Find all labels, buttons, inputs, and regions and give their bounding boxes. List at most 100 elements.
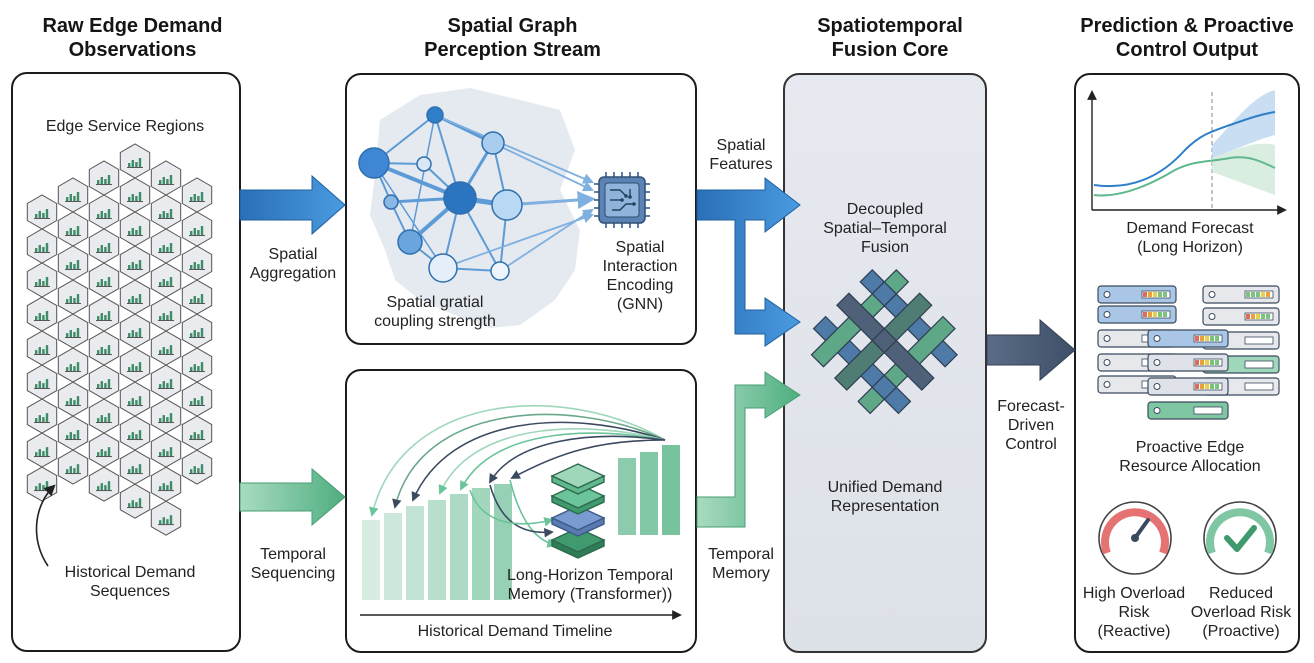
region-cell bbox=[181, 381, 213, 417]
region-cell bbox=[181, 211, 213, 247]
column-title-fusion-core: Spatiotemporal Fusion Core bbox=[817, 15, 963, 61]
temporal-sequencing-label: Temporal Sequencing bbox=[250, 546, 336, 582]
timeline-bar bbox=[640, 452, 658, 535]
high-risk-gauge-icon bbox=[1098, 501, 1172, 575]
temporal-memory-arrow bbox=[696, 371, 801, 528]
region-cell bbox=[150, 262, 182, 298]
region-cell bbox=[119, 449, 151, 485]
server-unit bbox=[1147, 329, 1229, 348]
spatial-features-label: Spatial Features bbox=[709, 137, 773, 173]
attention-arcs bbox=[369, 404, 666, 548]
forecast-driven-control-label: Forecast- Driven Control bbox=[997, 398, 1065, 453]
server-unit bbox=[1202, 307, 1280, 326]
region-cell bbox=[150, 432, 182, 468]
region-cell bbox=[88, 432, 120, 468]
gnn-encoding-label: Spatial Interaction Encoding (GNN) bbox=[602, 239, 678, 313]
resource-allocation-label: Proactive Edge Resource Allocation bbox=[1119, 439, 1261, 475]
region-cell bbox=[26, 194, 58, 230]
server-unit bbox=[1097, 305, 1177, 324]
region-cell bbox=[119, 279, 151, 315]
region-cell bbox=[88, 194, 120, 230]
region-cell bbox=[88, 364, 120, 400]
region-cell bbox=[57, 381, 89, 417]
fusion-weave-icon bbox=[810, 269, 958, 415]
forecast-driven-arrow bbox=[986, 318, 1076, 382]
region-cell bbox=[181, 415, 213, 451]
demand-forecast-label: Demand Forecast (Long Horizon) bbox=[1126, 220, 1254, 256]
region-cell bbox=[150, 398, 182, 434]
decoupled-fusion-label: Decoupled Spatial–Temporal Fusion bbox=[823, 201, 947, 256]
region-cell bbox=[119, 245, 151, 281]
region-cell bbox=[181, 347, 213, 383]
region-cell bbox=[119, 177, 151, 213]
region-cell bbox=[26, 364, 58, 400]
high-overload-risk-label: High Overload Risk (Reactive) bbox=[1082, 585, 1186, 640]
historical-demand-timeline-label: Historical Demand Timeline bbox=[417, 623, 613, 640]
region-cell bbox=[119, 381, 151, 417]
timeline-bars bbox=[362, 445, 680, 600]
unified-representation-label: Unified Demand Representation bbox=[827, 479, 943, 515]
edge-service-regions-label: Edge Service Regions bbox=[45, 118, 205, 135]
region-cell bbox=[57, 177, 89, 213]
server-unit bbox=[1097, 285, 1177, 304]
region-cell bbox=[88, 466, 120, 502]
region-map-silhouette bbox=[370, 88, 580, 328]
reduced-risk-check-icon bbox=[1203, 501, 1277, 575]
server-unit bbox=[1147, 401, 1229, 420]
region-cell bbox=[88, 262, 120, 298]
timeline-bar bbox=[450, 494, 468, 600]
server-unit bbox=[1202, 285, 1280, 304]
timeline-bar bbox=[618, 458, 636, 535]
region-cell bbox=[119, 143, 151, 179]
region-cell bbox=[150, 228, 182, 264]
timeline-bar bbox=[494, 484, 512, 600]
region-cell bbox=[57, 211, 89, 247]
region-cell bbox=[88, 296, 120, 332]
region-cell bbox=[88, 160, 120, 196]
region-cell bbox=[57, 415, 89, 451]
hex-region-map bbox=[26, 143, 213, 536]
region-cell bbox=[88, 228, 120, 264]
region-cell bbox=[26, 262, 58, 298]
timeline-bar bbox=[362, 520, 380, 600]
region-cell bbox=[26, 296, 58, 332]
server-unit bbox=[1147, 377, 1229, 396]
region-cell bbox=[181, 449, 213, 485]
region-cell bbox=[150, 160, 182, 196]
temporal-memory-transformer-label: Long-Horizon Temporal Memory (Transforme… bbox=[506, 567, 673, 603]
region-cell bbox=[26, 330, 58, 366]
region-cell bbox=[57, 245, 89, 281]
coupling-strength-label: Spatial gratial coupling strength bbox=[374, 294, 496, 330]
timeline-bar bbox=[384, 513, 402, 600]
forecast-chart bbox=[1087, 90, 1287, 215]
region-cell bbox=[57, 347, 89, 383]
region-cell bbox=[119, 415, 151, 451]
timeline-bar bbox=[662, 445, 680, 535]
history-pointer-arrow bbox=[35, 484, 56, 567]
spatial-features-arrow bbox=[696, 176, 801, 347]
temporal-memory-label: Temporal Memory bbox=[708, 546, 774, 582]
graph-nodes bbox=[358, 106, 523, 283]
temporal-sequencing-arrow bbox=[239, 467, 346, 527]
region-cell bbox=[57, 313, 89, 349]
server-unit bbox=[1147, 353, 1229, 372]
region-cell bbox=[181, 177, 213, 213]
historical-demand-sequences-label: Historical Demand Sequences bbox=[64, 564, 196, 600]
timeline-bar bbox=[428, 500, 446, 600]
spatial-aggregation-label: Spatial Aggregation bbox=[249, 246, 337, 282]
region-cell bbox=[26, 398, 58, 434]
region-cell bbox=[57, 279, 89, 315]
fusion-core-panel bbox=[783, 73, 987, 653]
region-cell bbox=[150, 330, 182, 366]
region-cell bbox=[150, 364, 182, 400]
region-cell bbox=[181, 313, 213, 349]
server-racks bbox=[1097, 285, 1280, 420]
region-cell bbox=[88, 330, 120, 366]
reduced-overload-risk-label: Reduced Overload Risk (Proactive) bbox=[1190, 585, 1292, 640]
timeline-bar bbox=[472, 488, 490, 600]
region-cell bbox=[88, 398, 120, 434]
region-cell bbox=[26, 432, 58, 468]
region-cell bbox=[150, 296, 182, 332]
column-title-spatial-stream: Spatial Graph Perception Stream bbox=[424, 15, 601, 61]
